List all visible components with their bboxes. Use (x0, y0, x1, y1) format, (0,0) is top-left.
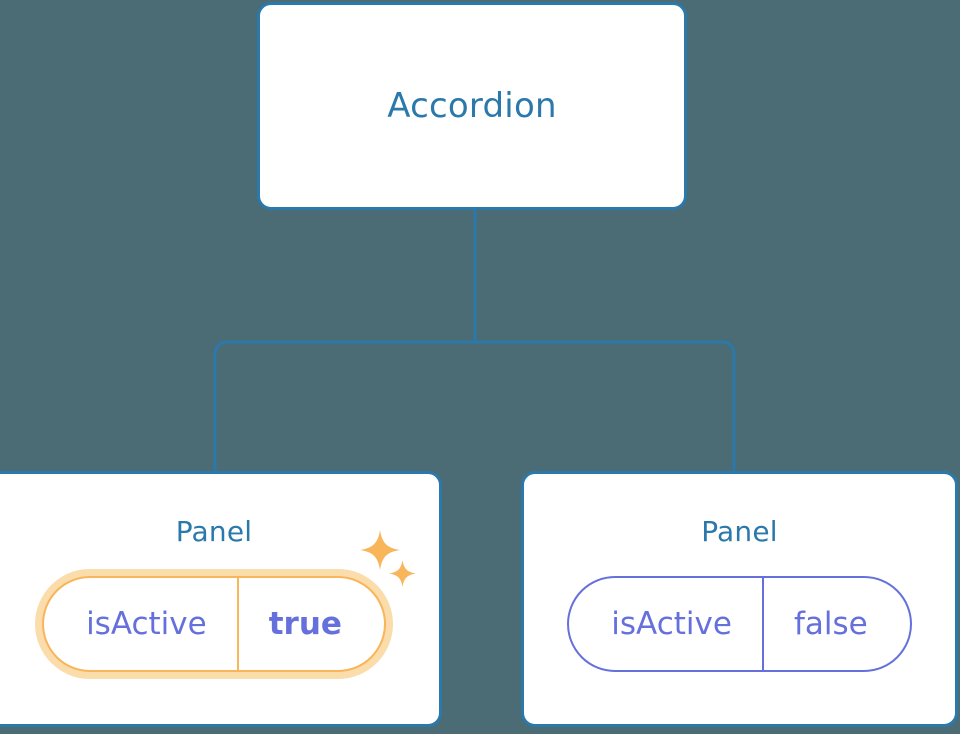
prop-pill-isactive-false[interactable]: isActive false (567, 576, 912, 672)
node-panel-active-label: Panel (175, 515, 253, 548)
sparkle-icon (359, 530, 400, 570)
prop-value: false (761, 578, 910, 670)
prop-pill-isactive-true[interactable]: isActive true (42, 530, 416, 672)
prop-key: isActive (611, 605, 732, 642)
connector-branch-bar (213, 340, 736, 471)
sparkle-icon (388, 560, 416, 587)
node-accordion[interactable]: Accordion (257, 2, 687, 210)
sparkles-group (359, 530, 422, 592)
prop-key: isActive (86, 605, 207, 642)
node-panel-inactive-label: Panel (701, 515, 778, 548)
node-accordion-label: Accordion (387, 86, 557, 126)
node-panel-active[interactable]: Panel isActive true (0, 471, 442, 727)
node-panel-inactive[interactable]: Panel isActive false (521, 471, 958, 727)
prop-value: true (236, 578, 384, 670)
